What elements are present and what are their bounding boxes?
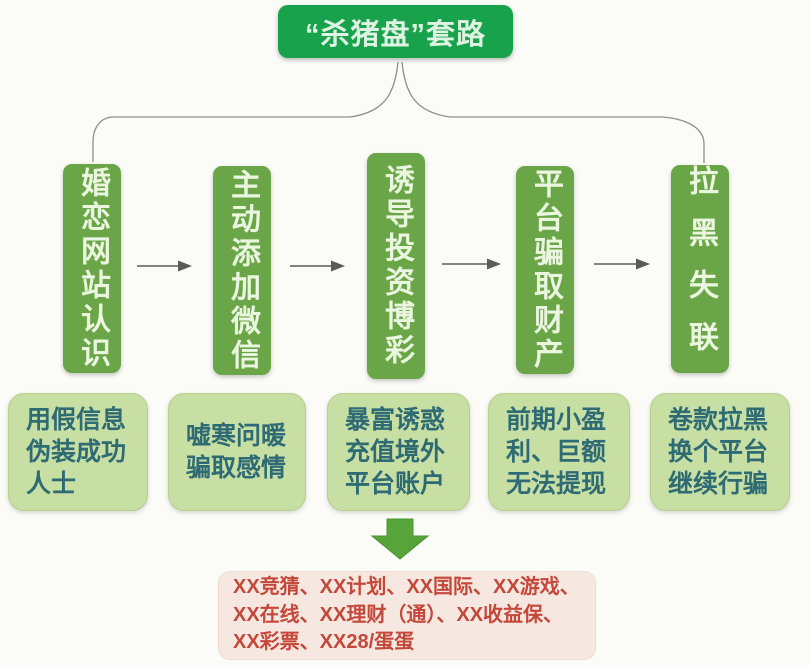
title-box: “杀猪盘”套路	[278, 5, 513, 58]
step-label-4: 平台骗取财产	[529, 168, 562, 372]
brace-right-line	[401, 61, 705, 163]
flow-arrow-3	[442, 258, 501, 270]
brace-left-line	[92, 61, 399, 162]
platforms-text: XX竞猜、XX计划、XX国际、XX游戏、XX在线、XX理财（通）、XX收益保、X…	[233, 576, 580, 654]
step-box-2: 主动添加微信	[213, 166, 271, 375]
detail-text-2: 嘘寒问暖骗取感情	[186, 422, 287, 482]
flow-arrow-4	[594, 258, 650, 270]
detail-text-1: 用假信息伪装成功人士	[26, 406, 127, 498]
detail-box-2: 嘘寒问暖骗取感情	[168, 393, 306, 511]
step-box-1: 婚恋网站认识	[63, 164, 121, 373]
step-label-5: 拉黑失联	[684, 165, 717, 373]
step-box-4: 平台骗取财产	[516, 166, 574, 374]
title-text: “杀猪盘”套路	[304, 18, 486, 51]
step-label-1: 婚恋网站认识	[76, 166, 109, 371]
flow-arrow-2	[290, 260, 345, 272]
detail-box-5: 卷款拉黑换个平台继续行骗	[650, 393, 790, 511]
step-box-3: 诱导投资博彩	[367, 153, 425, 379]
detail-text-3: 暴富诱惑充值境外平台账户	[345, 406, 446, 498]
down-block-arrow-icon	[370, 518, 430, 560]
step-box-5: 拉黑失联	[671, 165, 729, 373]
step-label-3: 诱导投资博彩	[380, 164, 413, 368]
detail-text-5: 卷款拉黑换个平台继续行骗	[668, 406, 769, 498]
detail-box-3: 暴富诱惑充值境外平台账户	[327, 393, 470, 511]
flow-arrow-1	[137, 260, 192, 272]
detail-box-1: 用假信息伪装成功人士	[8, 393, 148, 511]
step-label-2: 主动添加微信	[226, 168, 259, 373]
platforms-box: XX竞猜、XX计划、XX国际、XX游戏、XX在线、XX理财（通）、XX收益保、X…	[218, 571, 596, 660]
detail-text-4: 前期小盈利、巨额无法提现	[506, 406, 607, 498]
detail-box-4: 前期小盈利、巨额无法提现	[488, 393, 630, 511]
